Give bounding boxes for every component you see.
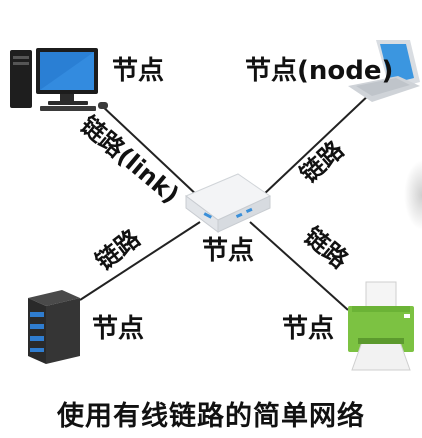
node-label-computer: 节点	[112, 56, 165, 86]
router-icon	[185, 173, 272, 233]
diagram-caption: 使用有线链路的简单网络	[57, 401, 365, 432]
link-line-computer	[99, 103, 201, 199]
server-icon	[28, 290, 80, 364]
node-label-server: 节点	[92, 314, 145, 344]
link-lines	[79, 91, 373, 311]
link-line-laptop	[261, 91, 373, 197]
node-label-laptop: 节点(node)	[245, 56, 394, 86]
laptop-icon	[348, 40, 420, 102]
desktop-computer-icon	[10, 48, 108, 111]
edge-shadow	[404, 160, 422, 230]
node-label-router: 节点	[202, 236, 255, 266]
printer-icon	[348, 281, 414, 371]
link-line-server	[79, 221, 201, 301]
link-line-printer	[249, 221, 349, 311]
node-label-printer: 节点	[282, 314, 335, 344]
